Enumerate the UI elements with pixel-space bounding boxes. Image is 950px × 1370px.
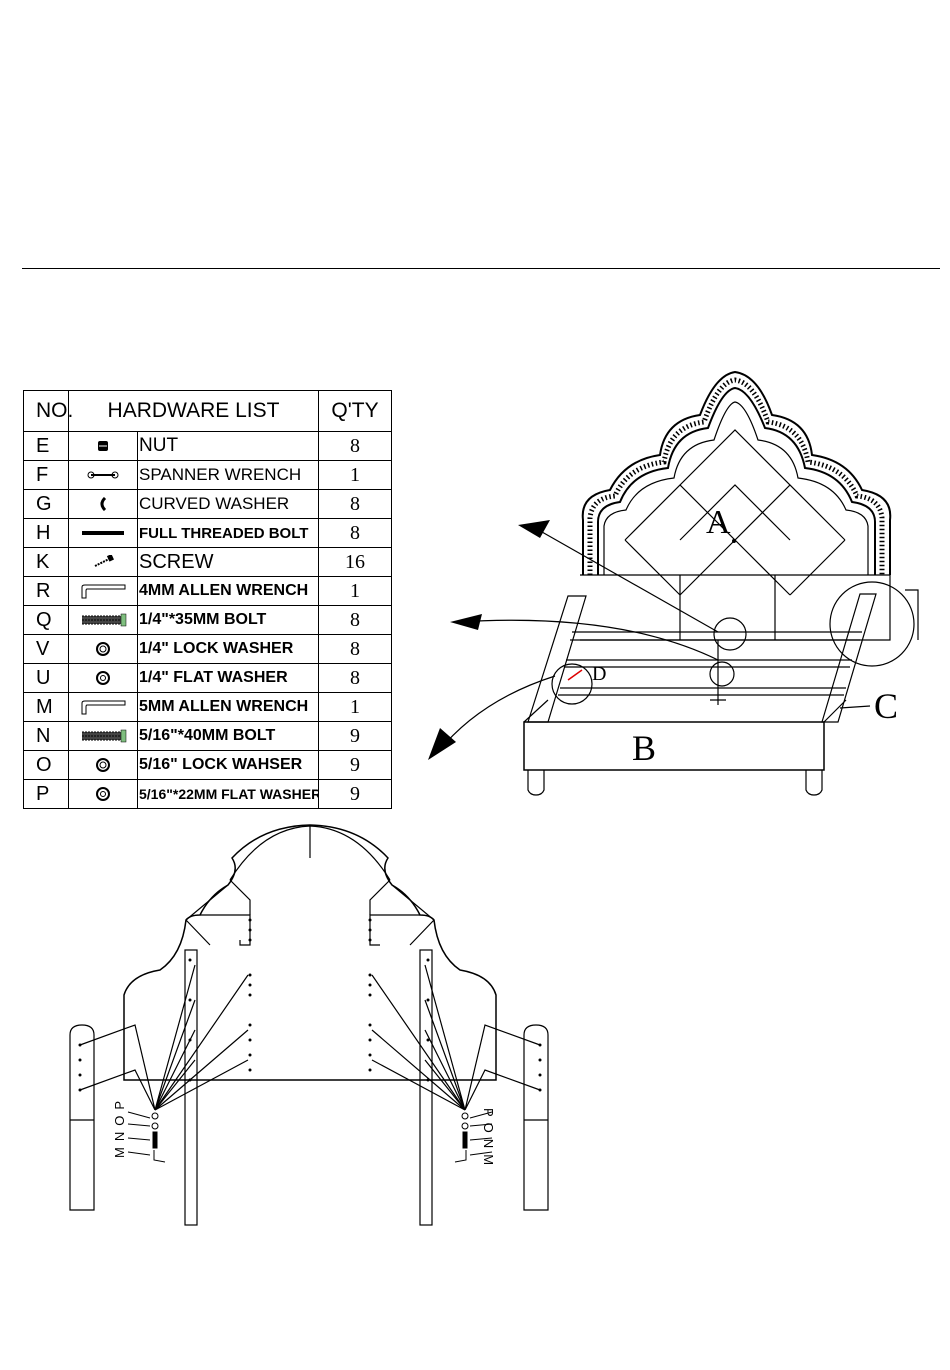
part-no: V <box>23 634 69 664</box>
divider-line <box>22 268 940 269</box>
label-d: D <box>592 663 606 685</box>
part-qty: 8 <box>318 431 393 461</box>
part-qty: 8 <box>318 634 393 664</box>
part-description: 5/16" LOCK WAHSER <box>136 750 320 780</box>
header-qty: Q'TY <box>318 390 393 432</box>
part-description: FULL THREADED BOLT <box>136 518 320 548</box>
allen-wrench-icon <box>81 584 126 599</box>
part-description: SCREW <box>136 547 320 577</box>
threaded-bolt-icon <box>82 531 124 535</box>
part-description: 1/4" FLAT WASHER <box>136 663 320 693</box>
table-row: G CURVED WASHER 8 <box>23 489 393 519</box>
table-row: E NUT 8 <box>23 431 393 461</box>
label-b: B <box>632 728 656 768</box>
header-no: NO. <box>23 390 73 432</box>
left-part-labels: MNOP <box>112 1095 127 1158</box>
part-description: 4MM ALLEN WRENCH <box>136 576 320 606</box>
part-no: Q <box>23 605 69 635</box>
header-hardware-list: HARDWARE LIST <box>67 390 320 432</box>
table-row: F SPANNER WRENCH 1 <box>23 460 393 490</box>
part-no: H <box>23 518 69 548</box>
part-qty: 16 <box>318 547 393 577</box>
part-no: G <box>23 489 69 519</box>
table-row: N 5/16"*40MM BOLT 9 <box>23 721 393 751</box>
nut-icon <box>98 441 108 451</box>
table-row: K SCREW 16 <box>23 547 393 577</box>
bolt-icon <box>82 729 127 743</box>
part-description: CURVED WASHER <box>136 489 320 519</box>
part-qty: 9 <box>318 750 393 780</box>
part-no: U <box>23 663 69 693</box>
part-no: P <box>23 779 69 809</box>
table-row: R 4MM ALLEN WRENCH 1 <box>23 576 393 606</box>
label-a: A <box>706 504 731 541</box>
part-description: 5MM ALLEN WRENCH <box>136 692 320 722</box>
allen-wrench-icon <box>81 700 126 715</box>
table-row: P 5/16"*22MM FLAT WASHER 9 <box>23 779 393 809</box>
flat-washer-icon <box>96 787 110 801</box>
part-no: F <box>23 460 69 490</box>
screw-icon <box>94 555 114 567</box>
part-qty: 8 <box>318 605 393 635</box>
part-no: M <box>23 692 69 722</box>
part-description: 5/16"*40MM BOLT <box>136 721 320 751</box>
table-row: M 5MM ALLEN WRENCH 1 <box>23 692 393 722</box>
table-row: H FULL THREADED BOLT 8 <box>23 518 393 548</box>
hardware-list-table: NO. HARDWARE LIST Q'TY E NUT 8 F SPANNER… <box>23 390 393 809</box>
right-part-labels: PONM <box>481 1108 496 1171</box>
part-description: NUT <box>136 431 320 461</box>
part-no: O <box>23 750 69 780</box>
part-no: K <box>23 547 69 577</box>
part-no: R <box>23 576 69 606</box>
part-no: E <box>23 431 69 461</box>
part-qty: 1 <box>318 576 393 606</box>
headboard-attachment-diagram: MNOP PONM <box>69 824 549 1226</box>
table-row: Q 1/4"*35MM BOLT 8 <box>23 605 393 635</box>
part-description: 5/16"*22MM FLAT WASHER <box>136 779 320 809</box>
bolt-icon <box>82 613 127 627</box>
curved-washer-icon <box>100 497 107 511</box>
spanner-wrench-icon <box>87 471 119 479</box>
bed-assembly-diagram: A B C D <box>428 370 919 796</box>
part-description: 1/4"*35MM BOLT <box>136 605 320 635</box>
flat-washer-icon <box>96 671 110 685</box>
part-qty: 8 <box>318 489 393 519</box>
part-qty: 8 <box>318 663 393 693</box>
table-row: V 1/4" LOCK WASHER 8 <box>23 634 393 664</box>
label-c: C <box>874 686 898 726</box>
part-qty: 8 <box>318 518 393 548</box>
table-row: O 5/16" LOCK WAHSER 9 <box>23 750 393 780</box>
table-row: U 1/4" FLAT WASHER 8 <box>23 663 393 693</box>
lock-washer-icon <box>96 758 110 772</box>
part-qty: 9 <box>318 721 393 751</box>
table-header-row: NO. HARDWARE LIST Q'TY <box>23 390 393 432</box>
part-qty: 1 <box>318 692 393 722</box>
part-description: 1/4" LOCK WASHER <box>136 634 320 664</box>
lock-washer-icon <box>96 642 110 656</box>
part-qty: 1 <box>318 460 393 490</box>
part-description: SPANNER WRENCH <box>136 460 320 490</box>
part-qty: 9 <box>318 779 393 809</box>
part-no: N <box>23 721 69 751</box>
